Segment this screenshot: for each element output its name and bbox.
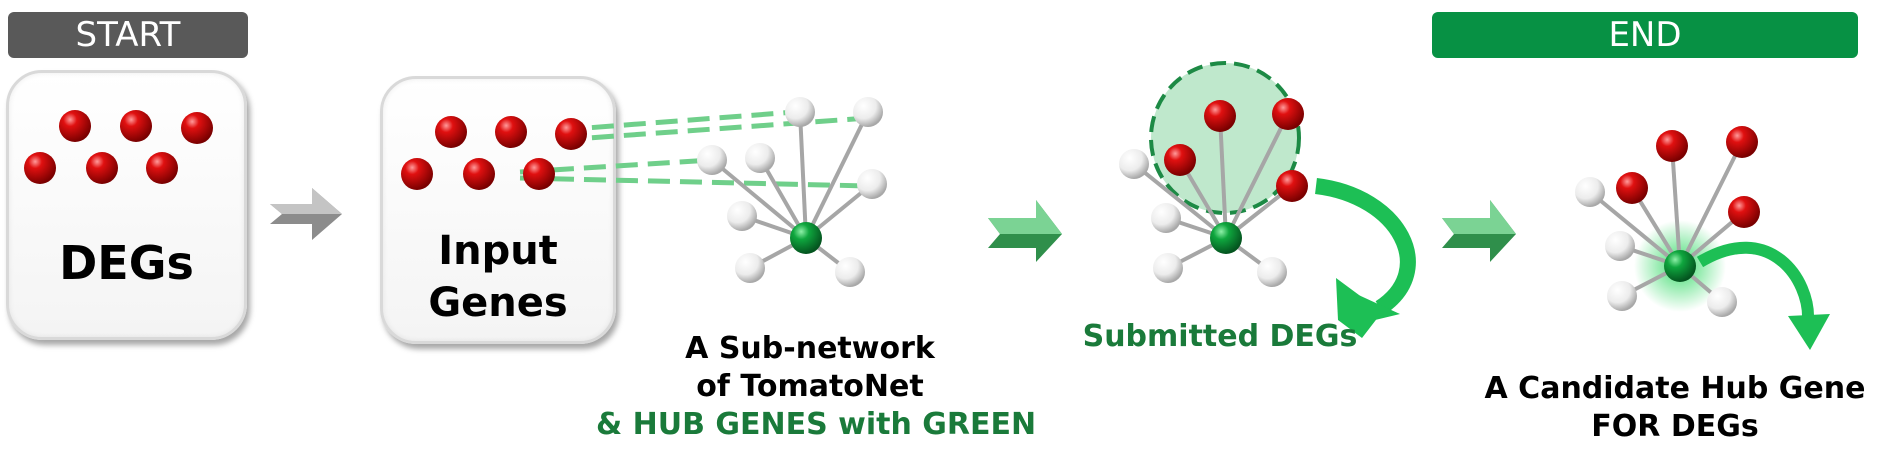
red-node xyxy=(435,116,467,148)
white-node xyxy=(727,201,757,231)
red-node xyxy=(401,158,433,190)
degs-label: DEGs xyxy=(59,236,194,290)
white-node xyxy=(1575,177,1605,207)
red-node xyxy=(1726,126,1758,158)
degs-nodes xyxy=(24,110,213,184)
red-node xyxy=(1656,130,1688,162)
submitted-degs-graph xyxy=(1119,61,1416,338)
red-node xyxy=(120,110,152,142)
input-genes-label-line1: Input xyxy=(438,228,558,274)
red-node xyxy=(1204,100,1236,132)
white-node xyxy=(745,143,775,173)
input-gene-nodes xyxy=(401,116,587,190)
white-node xyxy=(853,97,883,127)
gray-arrow-icon xyxy=(270,188,342,240)
white-node xyxy=(1119,149,1149,179)
subnetwork-caption-line1: A Sub-network xyxy=(685,331,935,366)
hub-node xyxy=(790,222,822,254)
start-banner: START xyxy=(8,12,248,58)
white-node xyxy=(785,97,815,127)
curved-arrow-icon xyxy=(1314,178,1416,315)
white-node xyxy=(1153,253,1183,283)
white-node xyxy=(1607,281,1637,311)
red-node xyxy=(24,152,56,184)
end-banner: END xyxy=(1432,12,1858,58)
white-node xyxy=(1707,287,1737,317)
white-node xyxy=(1151,203,1181,233)
red-node xyxy=(555,118,587,150)
candidate-caption-line2: FOR DEGs xyxy=(1591,409,1759,444)
subnetwork-caption-line3: & HUB GENES with GREEN xyxy=(596,407,1037,442)
green-arrow-icon xyxy=(988,200,1062,262)
red-node xyxy=(146,152,178,184)
candidate-hub-graph xyxy=(1575,126,1830,350)
white-node xyxy=(835,257,865,287)
red-node xyxy=(1728,196,1760,228)
white-node xyxy=(735,253,765,283)
red-node xyxy=(523,158,555,190)
red-node xyxy=(1616,172,1648,204)
red-node xyxy=(86,152,118,184)
curved-arrow-icon xyxy=(1696,241,1815,321)
white-node xyxy=(1605,231,1635,261)
submitted-degs-caption: Submitted DEGs xyxy=(1082,319,1358,354)
red-node xyxy=(1272,98,1304,130)
green-arrow-icon xyxy=(1442,200,1516,262)
red-node xyxy=(181,112,213,144)
subnetwork-caption-line2: of TomatoNet xyxy=(696,369,924,404)
input-genes-label-line2: Genes xyxy=(428,280,568,326)
red-node xyxy=(463,158,495,190)
red-node xyxy=(59,110,91,142)
red-node xyxy=(495,116,527,148)
white-node xyxy=(697,145,727,175)
hub-node xyxy=(1210,222,1242,254)
candidate-caption-line1: A Candidate Hub Gene xyxy=(1484,371,1866,406)
white-node xyxy=(1257,257,1287,287)
red-node xyxy=(1164,144,1196,176)
hub-node xyxy=(1664,250,1696,282)
red-node xyxy=(1276,170,1308,202)
subnetwork-graph xyxy=(697,97,887,287)
white-node xyxy=(857,169,887,199)
